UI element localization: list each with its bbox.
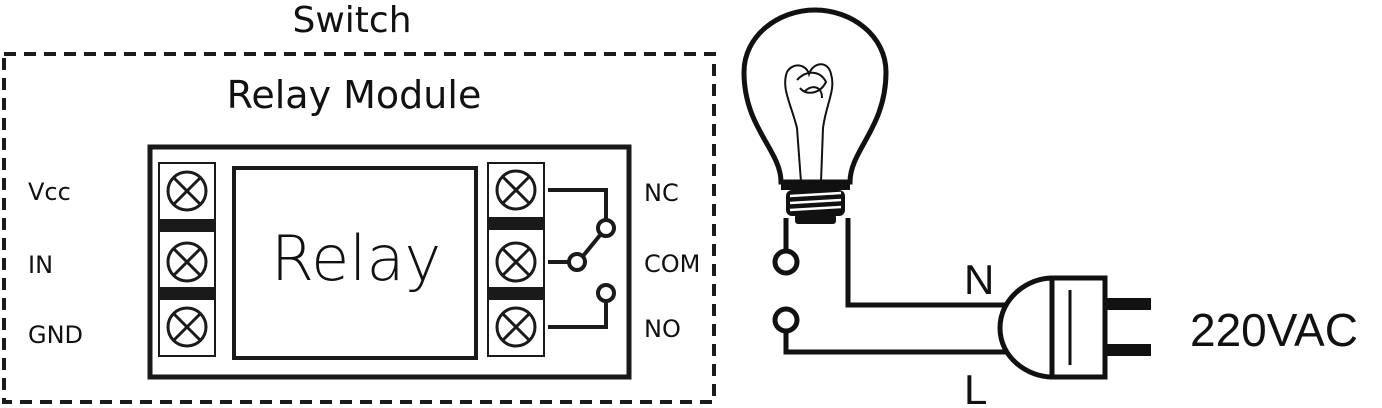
relay-body [232,166,478,360]
terminal-screw-icon [166,306,208,348]
pin-label-gnd: GND [28,321,83,349]
neutral-label: N [964,256,994,303]
pin-label-com: COM [644,250,700,278]
module-title: Relay Module [227,73,482,117]
power-plug-icon [997,275,1151,380]
switch-label: Switch [292,0,411,41]
terminal-screw-icon [495,169,537,211]
left-terminal-block [158,162,216,357]
relay-switch-schematic [548,188,616,329]
terminal-screw-icon [166,170,208,212]
pin-label-vcc: Vcc [28,178,71,206]
pin-label-nc: NC [644,179,679,207]
switch-enclosure [2,52,716,404]
bulb-terminal-bottom [772,306,800,334]
pin-label-no: NO [644,315,681,343]
terminal-screw-icon [166,241,208,283]
wiring [783,218,1008,355]
right-terminal-block [487,162,545,357]
supply-voltage-label: 220VAC [1190,304,1358,356]
relay-label: Relay [271,222,441,295]
pin-label-in: IN [28,251,53,279]
terminal-screw-icon [495,241,537,283]
bulb-terminal-top [772,248,800,276]
terminal-screw-icon [495,306,537,348]
light-bulb-icon [741,7,889,224]
live-label: L [964,366,987,408]
relay-module-board [147,144,632,380]
